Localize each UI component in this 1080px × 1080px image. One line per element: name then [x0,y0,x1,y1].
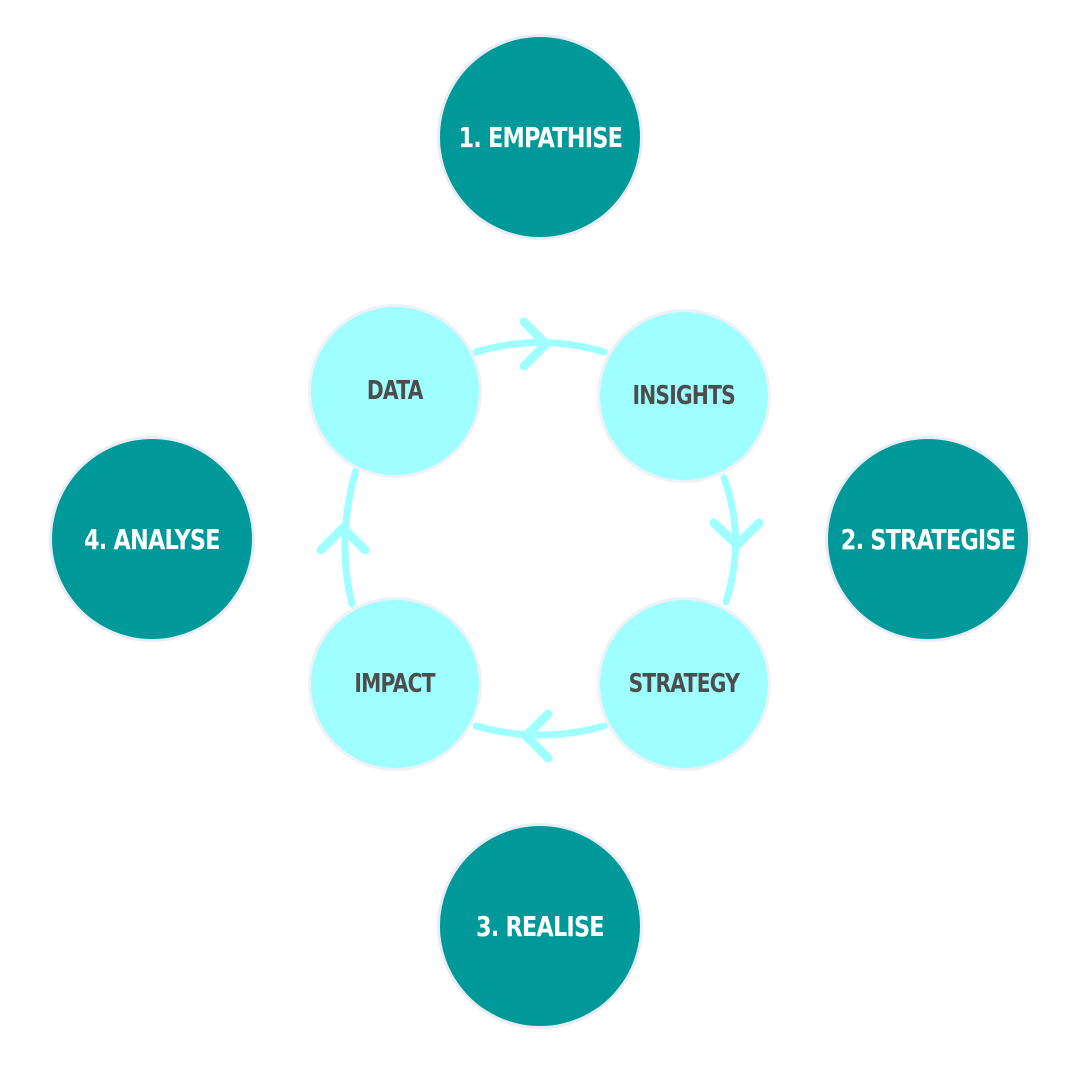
cycle-impact-label: IMPACT [354,669,436,699]
phase-realise-circle: 3. REALISE [440,826,640,1026]
phase-strategise-label: 2. STRATEGISE [840,522,1016,556]
phase-strategise-circle: 2. STRATEGISE [828,439,1028,639]
arrowhead-insights-to-strategy [709,518,764,550]
arc-strategy-to-impact [472,722,608,739]
cycle-data-label: DATA [367,376,424,406]
cycle-strategy-label: STRATEGY [628,669,740,699]
cycle-impact-circle: IMPACT [311,600,479,768]
cycle-insights-label: INSIGHTS [632,381,736,411]
phase-analyse-label: 4. ANALYSE [84,522,221,556]
arrowhead-impact-to-data [316,523,370,555]
phase-empathise-circle: 1. EMPATHISE [440,37,640,237]
arrowhead-strategy-to-impact [521,709,553,763]
arrowhead-data-to-insights [519,317,551,371]
phase-empathise-label: 1. EMPATHISE [458,120,622,154]
cycle-strategy-circle: STRATEGY [600,600,768,768]
cycle-data-circle: DATA [311,307,479,475]
arc-impact-to-data [341,466,360,608]
cycle-insights-circle: INSIGHTS [600,312,768,480]
phase-analyse-circle: 4. ANALYSE [52,439,252,639]
phase-realise-label: 3. REALISE [476,909,605,943]
